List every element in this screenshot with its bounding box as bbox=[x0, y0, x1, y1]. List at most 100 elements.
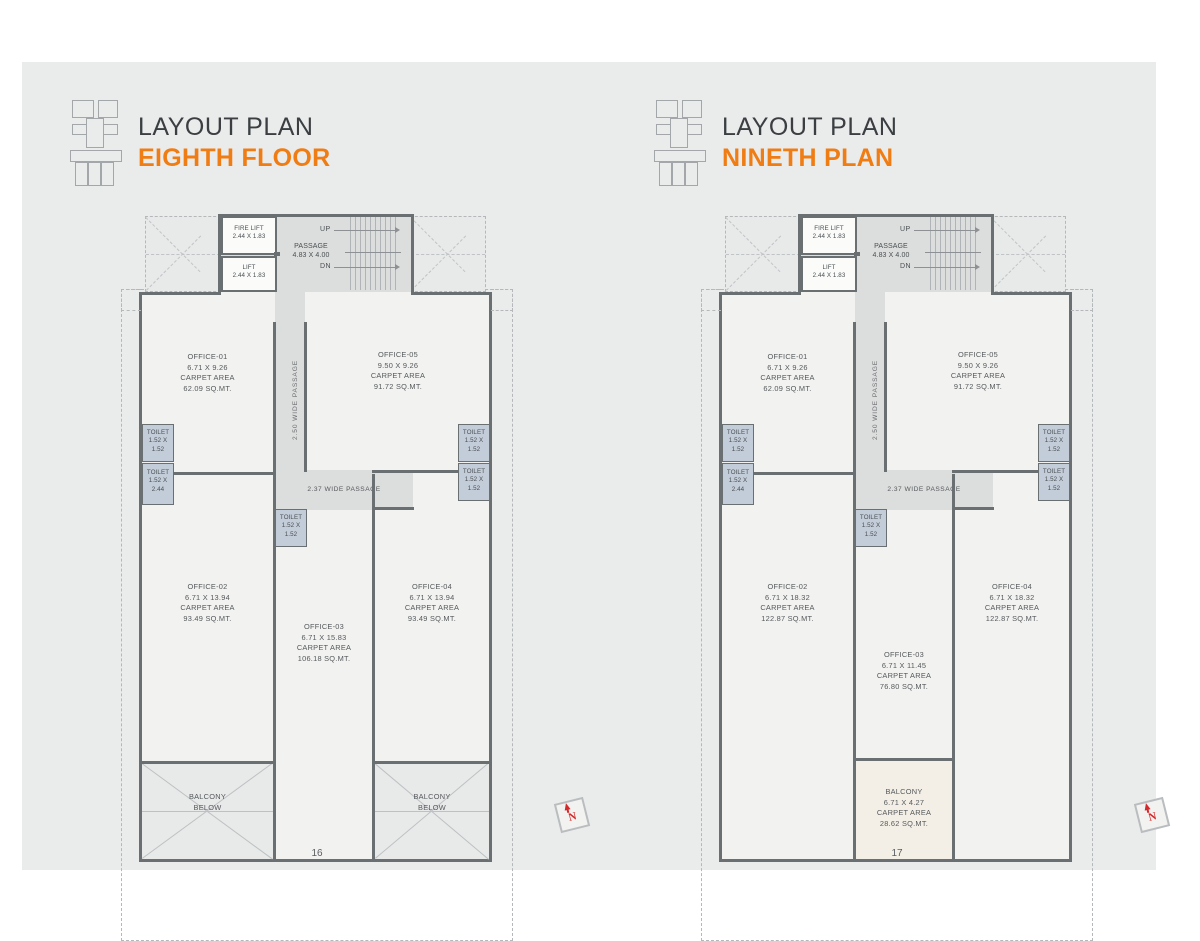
office-area: 122.87 SQ.MT. bbox=[985, 614, 1039, 624]
corner-void-left-xmark bbox=[145, 217, 220, 291]
office-area: 93.49 SQ.MT. bbox=[183, 614, 232, 624]
toilet-dims-1: 1.52 X bbox=[464, 437, 484, 445]
office-area-label: CARPET AREA bbox=[984, 603, 1040, 613]
office-dims: 9.50 X 9.26 bbox=[957, 360, 999, 370]
toilet-dims-2: 1.52 bbox=[1047, 445, 1061, 453]
balcony-below-left-xmark bbox=[141, 762, 274, 860]
core-wall-right bbox=[411, 214, 414, 292]
office-area-label: CARPET AREA bbox=[760, 373, 815, 383]
office-03-label: OFFICE-03 6.71 X 15.83 CARPET AREA 106.1… bbox=[276, 622, 372, 665]
fire-lift-label: FIRE LIFT 2.44 X 1.83 bbox=[801, 225, 857, 242]
page-title: LAYOUT PLAN bbox=[722, 113, 898, 141]
balcony-sep-wall-left bbox=[139, 761, 275, 764]
lift-dims: 2.44 X 1.83 bbox=[812, 272, 846, 280]
balcony-sub: BELOW bbox=[193, 802, 222, 812]
office-03-label: OFFICE-03 6.71 X 11.45 CARPET AREA 76.80… bbox=[856, 650, 952, 693]
office-05-label: OFFICE-05 9.50 X 9.26 CARPET AREA 91.72 … bbox=[887, 350, 1069, 393]
mid-wall-left bbox=[139, 472, 275, 475]
office-area-label: CARPET AREA bbox=[180, 603, 235, 613]
toilet-dims-1: 1.52 X bbox=[728, 477, 748, 485]
office05-left-wall bbox=[884, 322, 887, 472]
office-name: OFFICE-03 bbox=[883, 650, 925, 659]
core-wall-divider bbox=[854, 252, 860, 256]
lift-dims: 2.44 X 1.83 bbox=[232, 272, 266, 280]
toilet-dims-2: 1.52 bbox=[1047, 484, 1061, 492]
stair-dn-arrow-line bbox=[334, 267, 397, 268]
notch-right-upper bbox=[1071, 289, 1093, 311]
core-passage-label: PASSAGE 4.83 X 4.00 bbox=[277, 242, 345, 261]
toilet-dims-1: 1.52 X bbox=[1044, 437, 1064, 445]
toilet-dims-2: 2.44 bbox=[151, 485, 165, 493]
lift-name: LIFT bbox=[242, 264, 256, 271]
outer-wall-top-left bbox=[139, 292, 221, 295]
fire-lift-name: FIRE LIFT bbox=[234, 225, 264, 232]
outer-wall-left bbox=[139, 292, 142, 862]
toilet-2 bbox=[142, 463, 174, 505]
toilet-name: TOILET bbox=[462, 429, 486, 436]
office-01-label: OFFICE-01 6.71 X 9.26 CARPET AREA 62.09 … bbox=[142, 352, 273, 395]
toilet-dims-1: 1.52 X bbox=[861, 522, 881, 530]
core-passage-label: PASSAGE 4.83 X 4.00 bbox=[857, 242, 925, 261]
office-dims: 6.71 X 15.83 bbox=[301, 632, 347, 642]
office-name: OFFICE-04 bbox=[411, 582, 453, 591]
balcony-area: 28.62 SQ.MT. bbox=[879, 819, 929, 829]
toilet-3 bbox=[1038, 424, 1070, 462]
stair-up-arrow-head bbox=[975, 227, 980, 233]
office03-right-wall bbox=[952, 474, 955, 862]
core-wall-left bbox=[218, 214, 221, 292]
lift-label: LIFT 2.44 X 1.83 bbox=[221, 264, 277, 281]
office02-right-wall bbox=[853, 474, 856, 862]
vertical-passage-label: 2.50 WIDE PASSAGE bbox=[872, 359, 879, 440]
toilet-dims-1: 1.52 X bbox=[148, 437, 168, 445]
office-area-label: CARPET AREA bbox=[180, 373, 235, 383]
balcony-sub: BELOW bbox=[418, 802, 446, 812]
toilet-5-label: TOILET 1.52 X 1.52 bbox=[275, 514, 307, 539]
core-passage-dims: 4.83 X 4.00 bbox=[872, 252, 910, 260]
balcony-sep-wall-right bbox=[372, 761, 492, 764]
corner-void-right-xmark bbox=[990, 217, 1065, 291]
toilet-3-label: TOILET 1.52 X 1.52 bbox=[1038, 429, 1070, 454]
toilet-1 bbox=[142, 424, 174, 462]
office-05-label: OFFICE-05 9.50 X 9.26 CARPET AREA 91.72 … bbox=[307, 350, 489, 393]
toilet-4-label: TOILET 1.52 X 1.52 bbox=[1038, 468, 1070, 493]
floor-plan-nineth-plan: FIRE LIFT 2.44 X 1.83 LIFT 2.44 X 1.83 P… bbox=[697, 212, 1171, 941]
stair-up-arrow-line bbox=[334, 230, 397, 231]
office-04-label: OFFICE-04 6.71 X 18.32 CARPET AREA 122.8… bbox=[955, 582, 1069, 625]
office02-right-wall bbox=[273, 474, 276, 862]
outer-wall-bottom bbox=[719, 859, 1072, 862]
fire-lift-label: FIRE LIFT 2.44 X 1.83 bbox=[221, 225, 277, 242]
office-area: 93.49 SQ.MT. bbox=[407, 614, 457, 624]
office-dims: 6.71 X 13.94 bbox=[409, 592, 455, 602]
office-dims: 6.71 X 9.26 bbox=[187, 362, 228, 372]
balcony-name: BALCONY bbox=[188, 792, 227, 801]
fire-lift-name: FIRE LIFT bbox=[814, 225, 844, 232]
stair-up-arrow-line bbox=[914, 230, 977, 231]
toilet-name: TOILET bbox=[859, 514, 883, 521]
office-02-label: OFFICE-02 6.71 X 18.32 CARPET AREA 122.8… bbox=[722, 582, 853, 625]
horizontal-passage-label: 2.37 WIDE PASSAGE bbox=[307, 486, 381, 493]
toilet-1-label: TOILET 1.52 X 1.52 bbox=[722, 429, 754, 454]
toilet-5 bbox=[855, 509, 887, 547]
staircase bbox=[345, 216, 401, 290]
office-area: 76.80 SQ.MT. bbox=[879, 682, 929, 692]
outer-wall-right bbox=[1069, 292, 1072, 862]
office-dims: 9.50 X 9.26 bbox=[377, 360, 419, 370]
lift-shaft bbox=[221, 256, 277, 292]
page-subtitle: NINETH PLAN bbox=[722, 144, 894, 172]
mid-wall-left bbox=[719, 472, 855, 475]
office-area: 62.09 SQ.MT. bbox=[183, 384, 232, 394]
office-area: 122.87 SQ.MT. bbox=[761, 614, 814, 624]
horizontal-passage bbox=[855, 470, 993, 510]
stair-dn-label: DN bbox=[320, 263, 331, 270]
office-02-label: OFFICE-02 6.71 X 13.94 CARPET AREA 93.49… bbox=[142, 582, 273, 625]
office-name: OFFICE-04 bbox=[991, 582, 1033, 591]
horizontal-passage bbox=[275, 470, 413, 510]
balcony-below-right-xmark bbox=[374, 762, 490, 860]
outer-wall-top-left bbox=[719, 292, 801, 295]
balcony-below-left-label: BALCONY BELOW bbox=[142, 792, 273, 813]
office-dims: 6.71 X 13.94 bbox=[185, 592, 230, 602]
toilet-4-label: TOILET 1.52 X 1.52 bbox=[458, 468, 490, 493]
toilet-dims-2: 1.52 bbox=[151, 445, 165, 453]
toilet-4 bbox=[1038, 463, 1070, 501]
balcony-area-label: CARPET AREA bbox=[876, 808, 932, 818]
